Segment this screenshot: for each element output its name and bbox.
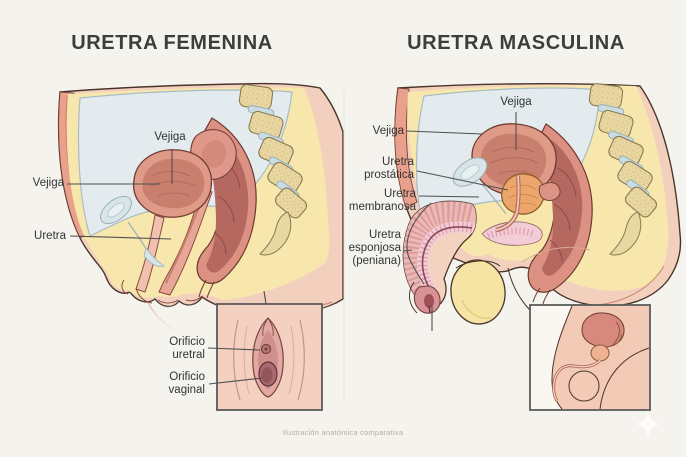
female-figure <box>57 82 344 337</box>
inset-scrotum <box>568 370 600 402</box>
male-abdominal-band <box>394 87 418 209</box>
female-label-vejiga-top: Vejiga <box>154 131 186 143</box>
male-bladder <box>471 123 557 197</box>
female-pubic-bone <box>100 195 165 267</box>
male-spine <box>588 83 657 256</box>
male-label-uretra-membranosa: Uretra membranosa <box>348 188 416 214</box>
male-panel-title: URETRA MASCULINA <box>407 32 625 54</box>
male-prostate <box>501 173 545 215</box>
inset-bladder <box>581 312 625 348</box>
inset-prostate <box>590 344 610 362</box>
male-urethra-internal <box>495 175 521 233</box>
female-label-orificio-vaginal: Orificio vaginal <box>168 371 205 397</box>
male-pubic-bone <box>452 157 507 215</box>
female-bladder <box>133 149 213 218</box>
male-inset-box <box>529 304 651 411</box>
male-scrotum <box>450 259 506 325</box>
female-coccyx <box>259 211 292 256</box>
female-panel-title: URETRA FEMENINA <box>71 32 273 54</box>
inset-seminal-vesicle <box>611 321 622 347</box>
female-label-vejiga-side: Vejiga <box>32 177 64 189</box>
sparkle-icon <box>635 410 661 438</box>
male-label-vejiga-side: Vejiga <box>372 125 404 137</box>
female-inset-box <box>216 290 323 411</box>
male-label-uretra-esponjosa: Uretra esponjosa (peniana) <box>348 229 401 268</box>
male-hip-crease <box>521 246 591 263</box>
illustration-caption: Ilustración anatómica comparativa <box>282 428 404 437</box>
male-seminal-vesicle <box>538 182 561 201</box>
leader-lines <box>67 112 517 385</box>
male-coccyx <box>609 211 642 256</box>
male-label-uretra-prostatica: Uretra prostática <box>364 156 414 182</box>
male-label-vejiga-top: Vejiga <box>500 96 532 108</box>
female-spine <box>238 84 307 256</box>
female-label-uretra: Uretra <box>34 230 66 242</box>
male-figure <box>394 83 682 342</box>
female-label-orificio-uretral: Orificio uretral <box>169 336 205 362</box>
